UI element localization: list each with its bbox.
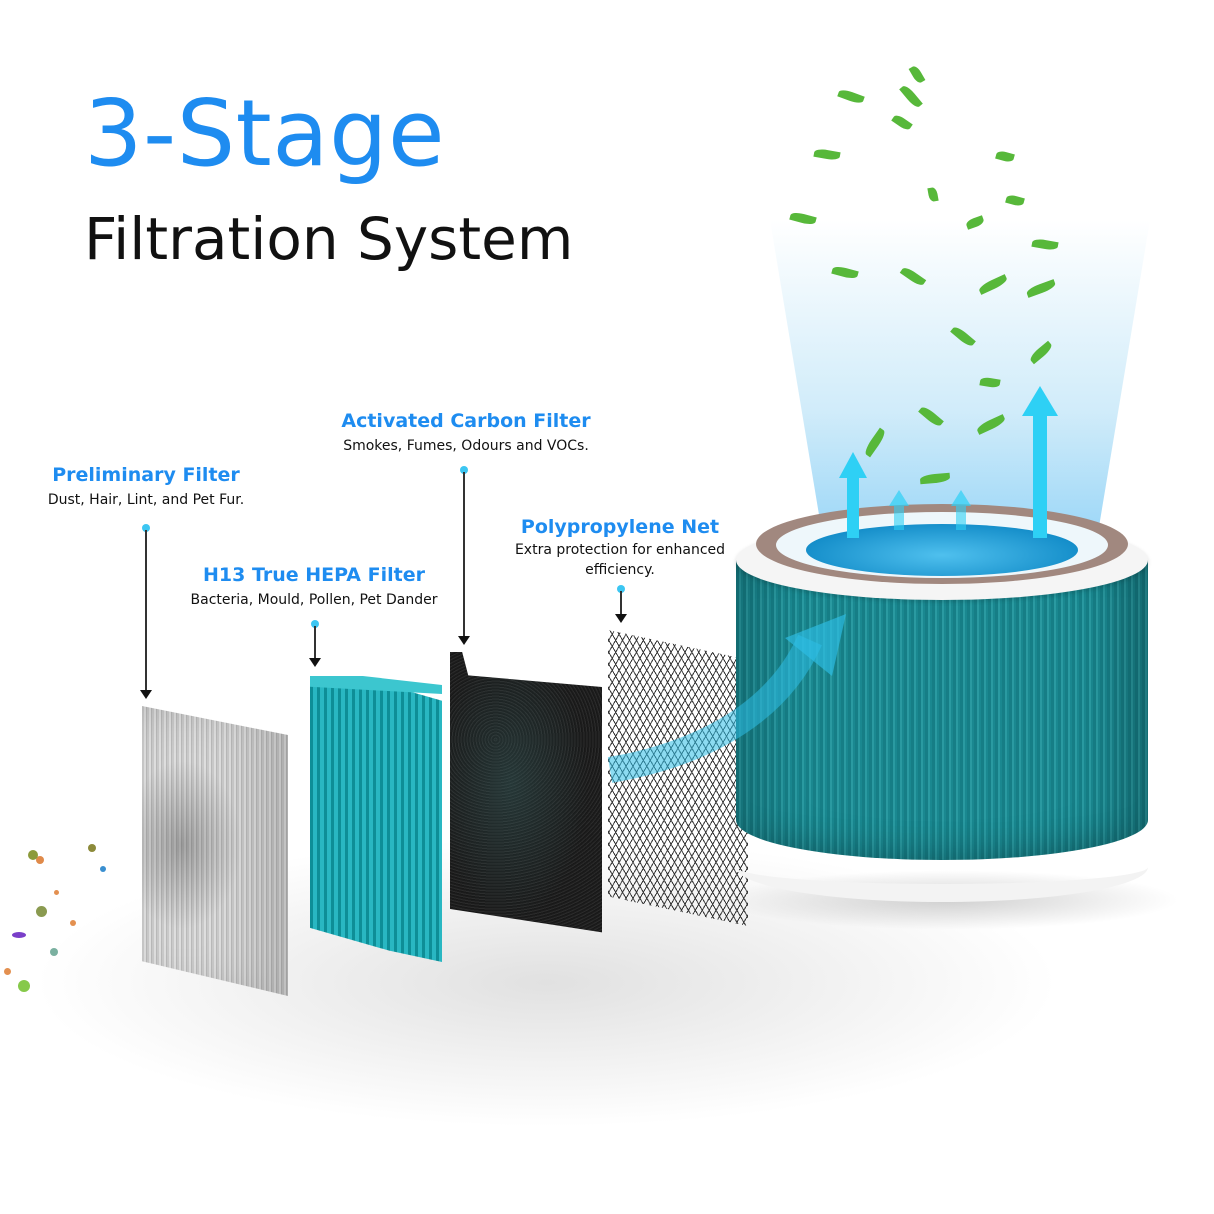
- particle-icon: [36, 856, 44, 864]
- connector-line: [463, 472, 465, 636]
- arrow-up-icon: [839, 452, 867, 478]
- connector-line: [314, 626, 316, 658]
- page-title: 3-Stage: [84, 80, 446, 187]
- connector-line: [145, 530, 147, 690]
- particle-icon: [28, 850, 38, 860]
- particle-icon: [4, 968, 11, 975]
- connector-dot: [460, 466, 468, 474]
- filter-cylinder-body: [736, 560, 1148, 860]
- airflow-curve-arrow-icon: [607, 614, 846, 783]
- carbon-filter-panel: [450, 652, 602, 933]
- particle-icon: [12, 932, 26, 938]
- arrow-down-icon: [458, 636, 470, 645]
- leaf-icon: [908, 64, 926, 85]
- dust-smudge: [142, 760, 242, 930]
- hepa-filter-panel: [310, 678, 442, 962]
- label-preliminary-filter: Preliminary Filter Dust, Hair, Lint, and…: [36, 464, 256, 510]
- filter-title: Preliminary Filter: [52, 464, 240, 486]
- particle-icon: [18, 980, 30, 992]
- particle-icon: [36, 906, 47, 917]
- preliminary-filter-panel: [142, 706, 288, 996]
- connector-dot: [617, 585, 625, 593]
- particle-icon: [54, 890, 59, 895]
- filter-cylinder-bottom-rim: [736, 832, 1148, 902]
- connector-dot: [142, 524, 150, 532]
- filter-title: Polypropylene Net: [520, 516, 720, 538]
- arrow-up-shaft: [956, 506, 966, 530]
- filter-description: Bacteria, Mould, Pollen, Pet Dander: [190, 592, 438, 608]
- arrow-down-icon: [615, 614, 627, 623]
- particle-icon: [100, 866, 106, 872]
- arrow-up-icon: [951, 490, 971, 506]
- leaf-icon: [891, 113, 913, 132]
- label-carbon-filter: Activated Carbon Filter Smokes, Fumes, O…: [318, 410, 614, 456]
- leaf-icon: [837, 87, 865, 106]
- arrow-up-shaft: [1033, 416, 1047, 538]
- particle-icon: [70, 920, 76, 926]
- filter-title: Activated Carbon Filter: [341, 410, 591, 432]
- particle-icon: [88, 844, 96, 852]
- label-hepa-filter: H13 True HEPA Filter Bacteria, Mould, Po…: [164, 564, 464, 610]
- arrow-up-icon: [889, 490, 909, 506]
- leaf-icon: [899, 83, 923, 110]
- label-polypropylene-net: Polypropylene Net Extra protection for e…: [500, 516, 740, 580]
- filter-title: H13 True HEPA Filter: [203, 564, 425, 586]
- leaf-icon: [927, 186, 939, 203]
- arrow-up-shaft: [847, 478, 859, 538]
- arrow-up-icon: [1022, 386, 1058, 416]
- arrow-down-icon: [309, 658, 321, 667]
- arrow-up-shaft: [894, 506, 904, 530]
- page-subtitle: Filtration System: [84, 205, 574, 273]
- connector-line: [620, 591, 622, 615]
- filter-description: Smokes, Fumes, Odours and VOCs.: [343, 438, 589, 454]
- leaf-icon: [1005, 193, 1025, 208]
- filter-description: Dust, Hair, Lint, and Pet Fur.: [47, 492, 245, 508]
- leaf-icon: [995, 149, 1015, 164]
- leaf-icon: [813, 147, 841, 162]
- filter-description: Extra protection for enhanced efficiency…: [514, 542, 726, 578]
- connector-dot: [311, 620, 319, 628]
- arrow-down-icon: [140, 690, 152, 699]
- particle-icon: [50, 948, 58, 956]
